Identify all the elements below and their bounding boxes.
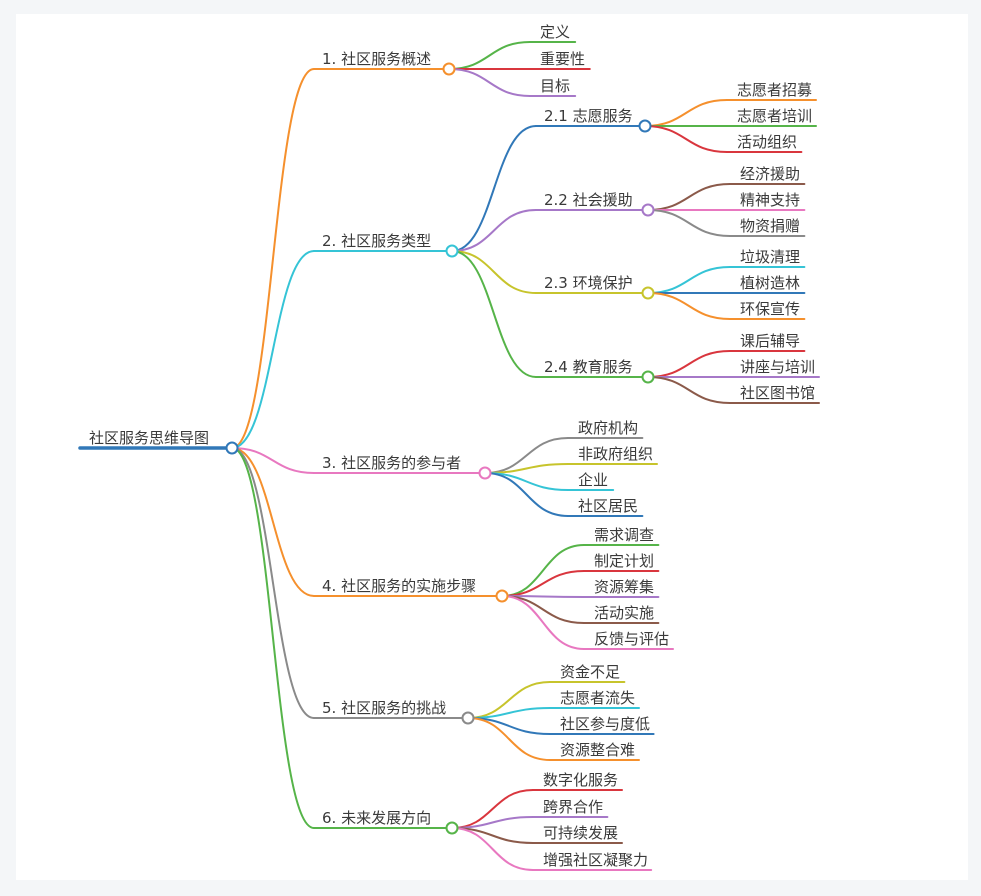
branch-4-leaf-3-label: 资源筹集 bbox=[594, 578, 654, 596]
branch-2-sub-3-leaf-3-connector bbox=[647, 292, 731, 320]
branch-2-sub-3-label: 2.3 环境保护 bbox=[544, 274, 633, 292]
branch-1-leaf-3-label: 目标 bbox=[540, 77, 570, 95]
branch-2-sub-3-leaf-3-label: 环保宣传 bbox=[740, 300, 800, 318]
branch-3-node-dot[interactable] bbox=[478, 466, 492, 480]
branch-6-leaf-1-label: 数字化服务 bbox=[543, 771, 618, 789]
branch-2-sub-4-leaf-1-label: 课后辅导 bbox=[740, 332, 800, 350]
branch-2-sub-4-connector bbox=[451, 250, 537, 378]
branch-2-sub-4-leaf-3-label: 社区图书馆 bbox=[740, 384, 815, 402]
branch-2-label: 2. 社区服务类型 bbox=[322, 232, 431, 250]
branch-2-node-dot[interactable] bbox=[445, 244, 459, 258]
branch-4-leaf-4-label: 活动实施 bbox=[594, 604, 654, 622]
branch-3-leaf-4-label: 社区居民 bbox=[578, 497, 638, 515]
branch-2-sub-2-node-dot[interactable] bbox=[641, 203, 655, 217]
branch-3-leaf-4-connector bbox=[484, 472, 569, 517]
branch-2-sub-2-leaf-1-label: 经济援助 bbox=[740, 165, 800, 183]
branch-2-sub-1-leaf-1-label: 志愿者招募 bbox=[737, 81, 812, 99]
branch-5-node-dot[interactable] bbox=[461, 711, 475, 725]
branch-2-sub-1-node-dot[interactable] bbox=[638, 119, 652, 133]
branch-2-sub-4-leaf-1-connector bbox=[647, 350, 731, 378]
branch-2-sub-4-node-dot[interactable] bbox=[641, 370, 655, 384]
branch-2-sub-3-leaf-1-label: 垃圾清理 bbox=[740, 248, 800, 266]
branch-6-leaf-2-label: 跨界合作 bbox=[543, 798, 603, 816]
branch-4-connector bbox=[231, 447, 315, 597]
branch-2-sub-1-leaf-3-connector bbox=[644, 125, 728, 153]
branch-2-connector bbox=[231, 250, 315, 449]
branch-2-sub-4-leaf-2-label: 讲座与培训 bbox=[740, 358, 815, 376]
branch-2-sub-4-leaf-3-connector bbox=[647, 376, 731, 404]
branch-6-node-dot[interactable] bbox=[445, 821, 459, 835]
branch-1-label: 1. 社区服务概述 bbox=[322, 50, 431, 68]
branch-4-leaf-1-label: 需求调查 bbox=[594, 526, 654, 544]
branch-3-leaf-2-label: 非政府组织 bbox=[578, 445, 653, 463]
branch-4-leaf-2-label: 制定计划 bbox=[594, 552, 654, 570]
branch-1-leaf-2-label: 重要性 bbox=[540, 50, 585, 68]
branch-2-sub-3-connector bbox=[451, 250, 537, 294]
branch-6-leaf-4-label: 增强社区凝聚力 bbox=[543, 851, 648, 869]
root-node-dot[interactable] bbox=[225, 441, 239, 455]
branch-4-leaf-4-connector bbox=[501, 595, 585, 624]
branch-2-sub-1-leaf-3-label: 活动组织 bbox=[737, 133, 797, 151]
branch-2-sub-3-leaf-2-label: 植树造林 bbox=[740, 274, 800, 292]
branch-6-leaf-3-label: 可持续发展 bbox=[543, 824, 618, 842]
branch-2-sub-1-connector bbox=[451, 125, 537, 252]
branch-4-leaf-1-connector bbox=[501, 544, 585, 597]
branch-1-connector bbox=[231, 68, 315, 449]
branch-5-leaf-3-label: 社区参与度低 bbox=[560, 715, 650, 733]
branch-2-sub-2-connector bbox=[451, 209, 537, 252]
root-title: 社区服务思维导图 bbox=[89, 429, 209, 447]
branch-6-label: 6. 未来发展方向 bbox=[322, 809, 431, 827]
branch-2-sub-2-label: 2.2 社会援助 bbox=[544, 191, 633, 209]
branch-5-label: 5. 社区服务的挑战 bbox=[322, 699, 446, 717]
branch-1-leaf-3-connector bbox=[448, 68, 531, 97]
branch-1-leaf-1-label: 定义 bbox=[540, 23, 570, 41]
branch-5-leaf-4-connector bbox=[467, 717, 551, 761]
branch-1-leaf-1-connector bbox=[448, 41, 531, 70]
branch-3-leaf-1-label: 政府机构 bbox=[578, 419, 638, 437]
branch-3-leaf-2-connector bbox=[484, 463, 569, 474]
branch-2-sub-2-leaf-3-connector bbox=[647, 209, 731, 237]
branch-4-label: 4. 社区服务的实施步骤 bbox=[322, 577, 476, 595]
branch-2-sub-1-leaf-2-label: 志愿者培训 bbox=[737, 107, 812, 125]
branch-2-sub-4-label: 2.4 教育服务 bbox=[544, 358, 633, 376]
branch-2-sub-3-node-dot[interactable] bbox=[641, 286, 655, 300]
branch-5-leaf-2-label: 志愿者流失 bbox=[560, 689, 635, 707]
branch-2-sub-3-leaf-1-connector bbox=[647, 266, 731, 294]
branch-6-leaf-4-connector bbox=[451, 827, 534, 871]
branch-2-sub-1-leaf-1-connector bbox=[644, 99, 728, 127]
branch-4-leaf-2-connector bbox=[501, 570, 585, 597]
branch-3-leaf-3-connector bbox=[484, 472, 569, 491]
branch-5-connector bbox=[231, 447, 315, 719]
branch-4-leaf-5-label: 反馈与评估 bbox=[594, 630, 669, 648]
branch-3-label: 3. 社区服务的参与者 bbox=[322, 454, 461, 472]
branch-4-node-dot[interactable] bbox=[495, 589, 509, 603]
branch-2-sub-1-label: 2.1 志愿服务 bbox=[544, 107, 633, 125]
branch-5-leaf-4-label: 资源整合难 bbox=[560, 741, 635, 759]
branch-6-connector bbox=[231, 447, 315, 829]
branch-3-leaf-3-label: 企业 bbox=[578, 471, 608, 489]
mindmap-canvas: 社区服务思维导图 1. 社区服务概述 定义重要性目标 2. 社区服务类型 2.1 志愿服… bbox=[16, 14, 968, 880]
branch-4-leaf-5-connector bbox=[501, 595, 585, 650]
branch-2-sub-2-leaf-1-connector bbox=[647, 183, 731, 211]
branch-3-connector bbox=[231, 447, 315, 474]
branch-2-sub-2-leaf-2-label: 精神支持 bbox=[740, 191, 800, 209]
branch-1-node-dot[interactable] bbox=[442, 62, 456, 76]
branch-5-leaf-1-label: 资金不足 bbox=[560, 663, 620, 681]
branch-2-sub-2-leaf-3-label: 物资捐赠 bbox=[740, 217, 800, 235]
